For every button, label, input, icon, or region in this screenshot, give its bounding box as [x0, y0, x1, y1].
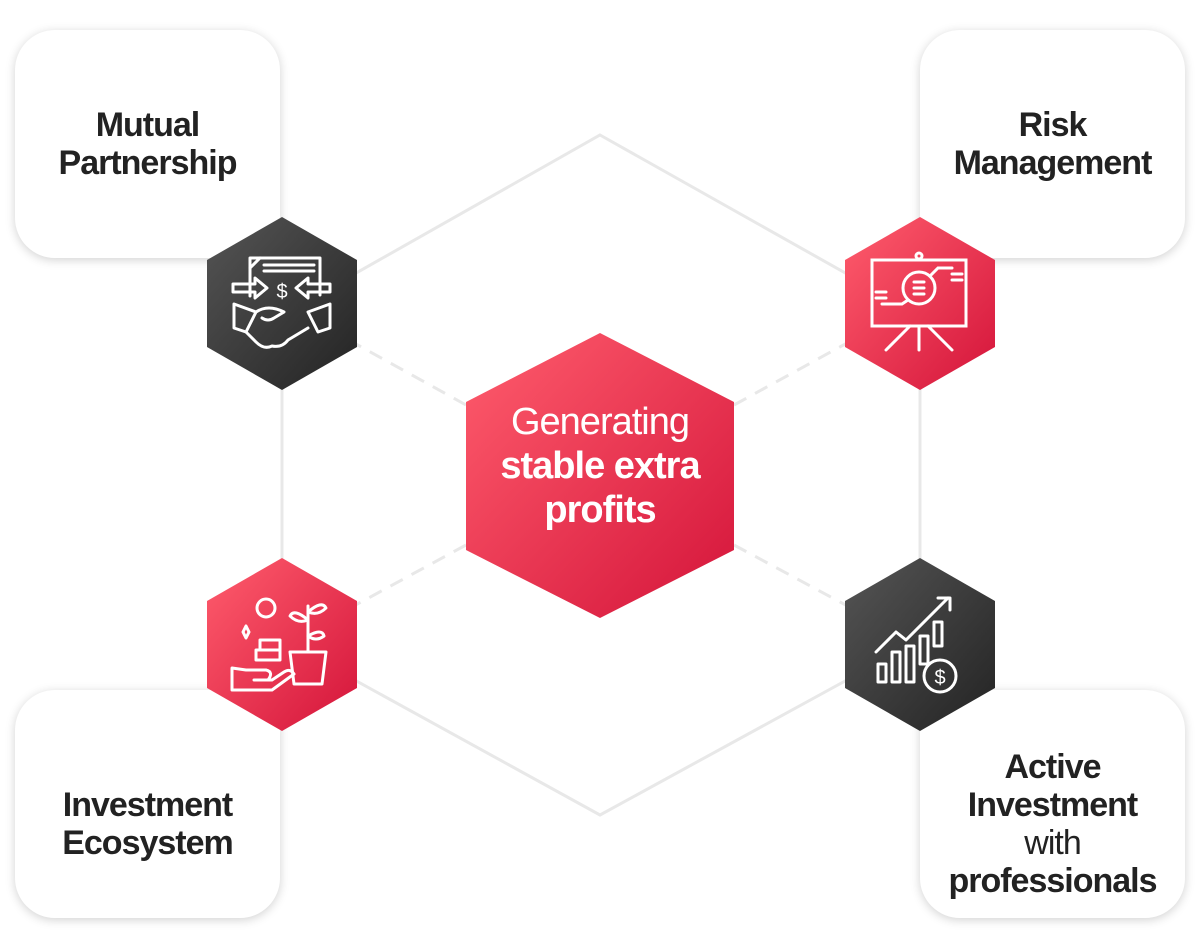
presentation-board-icon [870, 251, 968, 352]
card-title-line2: Ecosystem [62, 824, 234, 862]
card-title-line3: with [1024, 824, 1081, 862]
center-hexagon [466, 333, 734, 618]
card-active-investment: Active Investment with professionals [920, 690, 1185, 918]
card-risk-management: Risk Management [920, 30, 1185, 258]
center-title-line2: stable extra [500, 445, 700, 487]
center-title-line3: profits [544, 489, 656, 531]
svg-text:$: $ [934, 667, 945, 689]
center-title-line1: Generating [510, 401, 690, 443]
card-title-line2: Management [953, 144, 1153, 182]
risk-management-hexagon [845, 217, 995, 390]
card-title-line2: Investment [967, 786, 1138, 824]
card-title-line1: Investment [62, 786, 233, 824]
card-title-line1: Mutual [95, 106, 201, 144]
plant-coins-hand-icon [230, 597, 328, 692]
card-title-line1: Active [1004, 748, 1101, 786]
mutual-partnership-hexagon: $ [207, 217, 357, 390]
center-title: Generating stable extra profits [466, 400, 734, 532]
svg-text:$: $ [276, 281, 287, 303]
investment-ecosystem-hexagon [207, 558, 357, 731]
growth-chart-dollar-icon: $ [874, 596, 958, 694]
card-title-line2: Partnership [58, 144, 238, 182]
card-mutual-partnership: Mutual Partnership [15, 30, 280, 258]
card-title-line4: professionals [948, 862, 1157, 900]
handshake-deal-icon: $ [231, 256, 332, 349]
card-investment-ecosystem: Investment Ecosystem [15, 690, 280, 918]
card-title-line1: Risk [1018, 106, 1088, 144]
active-investment-hexagon: $ [845, 558, 995, 731]
